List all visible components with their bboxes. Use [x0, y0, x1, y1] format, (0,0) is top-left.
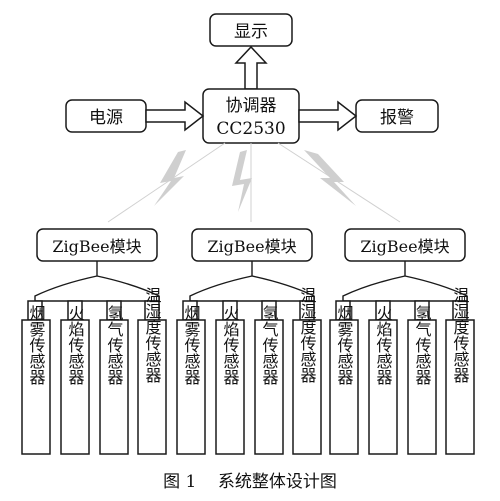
- module-group-2: ZigBee模块 烟雾传感器 火焰传感器 氢气传感器 温湿度传感器: [176, 228, 322, 455]
- sensor-box-hydrogen: [254, 319, 284, 455]
- arrow-power-to-coordinator: [145, 100, 205, 132]
- sensor-box-flame: [215, 319, 245, 455]
- sensor-box-flame: [368, 319, 398, 455]
- coordinator-title: 协调器: [226, 96, 277, 116]
- power-label: 电源: [89, 108, 123, 128]
- lightning-bolt-left: [154, 150, 186, 206]
- module-group-3: ZigBee模块 烟雾传感器 火焰传感器 氢气传感器 温湿度传感器: [329, 228, 475, 455]
- module-group-1: ZigBee模块 烟雾传感器 火焰传感器 氢气传感器 温湿度传感器: [21, 228, 167, 455]
- sensor-label-smoke: 烟雾传感器: [182, 305, 201, 385]
- sensor-label-smoke: 烟雾传感器: [27, 305, 46, 385]
- zigbee-module-label: ZigBee模块: [52, 237, 141, 256]
- wireless-beam-left: [107, 142, 226, 223]
- coordinator-chip: CC2530: [216, 119, 285, 139]
- bracket: [342, 275, 468, 301]
- sensor-label-flame: 火焰传感器: [374, 305, 393, 385]
- sensor-box-hydrogen: [99, 319, 129, 455]
- arrow-coordinator-to-alarm: [298, 100, 358, 132]
- lightning-bolt-center: [232, 150, 252, 212]
- sensor-label-hydrogen: 氢气传感器: [413, 305, 432, 385]
- figure-caption: 图 1 系统整体设计图: [163, 472, 337, 492]
- alarm-label: 报警: [380, 108, 414, 128]
- sensor-label-hydrogen: 氢气传感器: [105, 305, 124, 385]
- sensor-box-smoke: [21, 319, 51, 455]
- sensor-label-flame: 火焰传感器: [66, 305, 85, 385]
- zigbee-module-label: ZigBee模块: [360, 237, 449, 256]
- lightning-bolt-right: [304, 150, 356, 206]
- sensor-box-flame: [60, 319, 90, 455]
- sensor-box-smoke: [329, 319, 359, 455]
- sensor-label-hydrogen: 氢气传感器: [260, 305, 279, 385]
- sensor-box-smoke: [176, 319, 206, 455]
- sensor-label-flame: 火焰传感器: [221, 305, 240, 385]
- wireless-beam-right: [277, 142, 401, 223]
- display-label: 显示: [234, 22, 268, 42]
- sensor-box-temp-humidity: [292, 319, 322, 455]
- wireless-links: [107, 142, 401, 223]
- zigbee-module-label: ZigBee模块: [207, 237, 296, 256]
- display-node: 显示: [209, 13, 293, 47]
- sensor-box-temp-humidity: [445, 319, 475, 455]
- coordinator-node: 协调器 CC2530: [202, 88, 300, 144]
- sensor-box-hydrogen: [407, 319, 437, 455]
- sensor-label-smoke: 烟雾传感器: [335, 305, 354, 385]
- sensor-label-temp-humidity: 温湿度传感器: [298, 287, 317, 383]
- bracket: [189, 275, 315, 301]
- alarm-node: 报警: [355, 99, 439, 133]
- arrow-to-display: [234, 45, 268, 90]
- power-node: 电源: [65, 99, 147, 133]
- sensor-box-temp-humidity: [137, 319, 167, 455]
- sensor-label-temp-humidity: 温湿度传感器: [143, 287, 162, 383]
- bracket: [34, 275, 160, 301]
- sensor-label-temp-humidity: 温湿度传感器: [451, 287, 470, 383]
